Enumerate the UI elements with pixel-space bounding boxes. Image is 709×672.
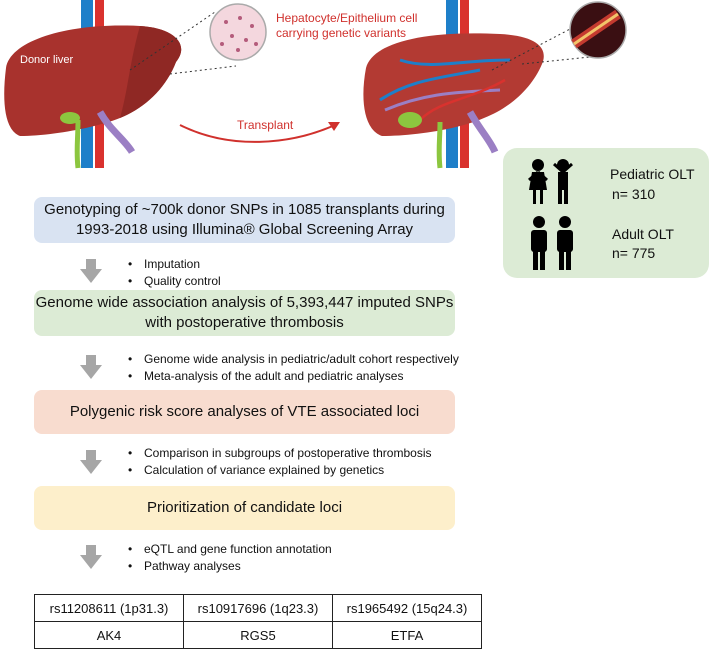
- table-cell-snp: rs11208611 (1p31.3): [34, 594, 184, 622]
- pediatric-olt-count: n= 310: [612, 186, 656, 202]
- bullets-step3: Comparison in subgroups of postoperative…: [126, 445, 431, 479]
- step-prioritization-text: Prioritization of candidate loci: [146, 499, 343, 516]
- down-arrow-icon: [80, 355, 102, 379]
- step-polygenic-risk: Polygenic risk score analyses of VTE ass…: [34, 390, 455, 434]
- hepatocyte-label-line1: Hepatocyte/Epithelium cell: [276, 11, 418, 25]
- step-genotyping: Genotyping of ~700k donor SNPs in 1085 t…: [34, 197, 455, 243]
- candidate-loci-table: rs11208611 (1p31.3) rs10917696 (1q23.3) …: [34, 594, 482, 649]
- recipient-liver-image: [363, 0, 544, 169]
- bullet-eqtl-annotation: eQTL and gene function annotation: [126, 541, 332, 558]
- table-cell-gene: RGS5: [183, 621, 333, 649]
- bullet-genome-wide-analysis: Genome wide analysis in pediatric/adult …: [126, 351, 459, 368]
- hepatocyte-zoom-circle: [209, 3, 267, 61]
- bullet-variance-explained: Calculation of variance explained by gen…: [126, 462, 431, 479]
- step-prioritization: Prioritization of candidate loci: [34, 486, 455, 530]
- step-polygenic-risk-text: Polygenic risk score analyses of VTE ass…: [69, 403, 420, 420]
- adult-olt-count: n= 775: [612, 245, 656, 261]
- pediatric-olt-title: Pediatric OLT: [610, 166, 695, 182]
- bullet-quality-control: Quality control: [126, 273, 221, 290]
- hepatocyte-label: Hepatocyte/Epithelium cell carrying gene…: [276, 11, 417, 41]
- table-cell-snp: rs10917696 (1q23.3): [183, 594, 333, 622]
- step-gwas-line1: Genome wide association analysis of 5,39…: [35, 294, 454, 311]
- transplant-label: Transplant: [237, 118, 294, 132]
- children-icon: [528, 159, 573, 204]
- cohort-panel: Pediatric OLT n= 310 Adult OLT n= 775: [503, 148, 709, 278]
- adult-olt-title: Adult OLT: [612, 226, 674, 242]
- step-gwas-line2: with postoperative thrombosis: [145, 314, 344, 331]
- table-cell-snp: rs1965492 (15q24.3): [332, 594, 482, 622]
- bullet-imputation: Imputation: [126, 256, 221, 273]
- bullets-step4: eQTL and gene function annotation Pathwa…: [126, 541, 332, 575]
- hepatocyte-label-line2: carrying genetic variants: [276, 26, 407, 40]
- liver-illustration: [4, 0, 627, 169]
- step-gwas: Genome wide association analysis of 5,39…: [34, 290, 455, 336]
- bullet-meta-analysis: Meta-analysis of the adult and pediatric…: [126, 368, 459, 385]
- bullets-step1: Imputation Quality control: [126, 256, 221, 290]
- donor-liver-image: [4, 0, 182, 169]
- bullet-comparison-subgroups: Comparison in subgroups of postoperative…: [126, 445, 431, 462]
- down-arrow-icon: [80, 259, 102, 283]
- step-genotyping-line2: 1993-2018 using Illumina® Global Screeni…: [75, 221, 414, 238]
- down-arrow-icon: [80, 545, 102, 569]
- bullet-pathway-analyses: Pathway analyses: [126, 558, 332, 575]
- adults-icon: [531, 216, 573, 270]
- table-row-genes: AK4 RGS5 ETFA: [34, 621, 482, 649]
- down-arrow-icon: [80, 450, 102, 474]
- vessel-zoom-circle: [569, 1, 627, 59]
- donor-liver-label: Donor liver: [20, 54, 74, 66]
- table-cell-gene: ETFA: [332, 621, 482, 649]
- table-cell-gene: AK4: [34, 621, 184, 649]
- table-row-snps: rs11208611 (1p31.3) rs10917696 (1q23.3) …: [34, 594, 482, 622]
- bullets-step2: Genome wide analysis in pediatric/adult …: [126, 351, 459, 385]
- step-genotyping-line1: Genotyping of ~700k donor SNPs in 1085 t…: [44, 201, 445, 218]
